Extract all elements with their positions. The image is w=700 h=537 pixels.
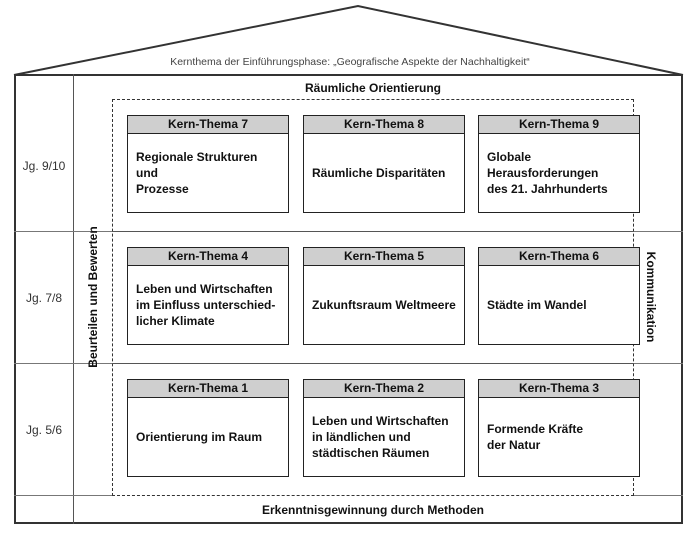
- grade-label-7-8: Jg. 7/8: [25, 291, 63, 305]
- grade-divider: [634, 363, 683, 364]
- topic-card-header: Kern-Thema 1: [128, 380, 288, 398]
- right-side-caption: Kommunikation: [644, 251, 658, 343]
- topic-card-body: Globale Herausforderungen des 21. Jahrhu…: [487, 150, 608, 196]
- grade-label-5-6: Jg. 5/6: [25, 423, 63, 437]
- house-roof: [13, 4, 684, 76]
- bottom-caption: Erkenntnisgewinnung durch Methoden: [262, 503, 484, 517]
- house-frame: [14, 74, 683, 524]
- topic-card-header: Kern-Thema 6: [479, 248, 639, 266]
- top-caption: Räumliche Orientierung: [304, 81, 442, 95]
- grade-divider: [14, 231, 112, 232]
- topic-card-body: Städte im Wandel: [487, 298, 587, 312]
- topic-card-9: Kern-Thema 9 Globale Herausforderungen d…: [478, 115, 640, 213]
- left-side-caption: Beurteilen und Bewerten: [86, 226, 100, 368]
- topic-card-header: Kern-Thema 3: [479, 380, 639, 398]
- roof-title: Kernthema der Einführungsphase: „Geograf…: [170, 56, 530, 68]
- row-divider: [112, 363, 634, 364]
- topic-card-7: Kern-Thema 7 Regionale Strukturen und Pr…: [127, 115, 289, 213]
- topic-card-3: Kern-Thema 3 Formende Kräfte der Natur: [478, 379, 640, 477]
- grade-label-9-10: Jg. 9/10: [22, 159, 66, 173]
- grade-divider: [14, 495, 112, 496]
- topic-card-body: Zukunftsraum Weltmeere: [312, 298, 456, 312]
- grade-divider: [634, 231, 683, 232]
- topic-card-header: Kern-Thema 4: [128, 248, 288, 266]
- topic-card-body: Orientierung im Raum: [136, 430, 263, 444]
- topic-card-2: Kern-Thema 2 Leben und Wirtschaften in l…: [303, 379, 465, 477]
- topic-card-header: Kern-Thema 7: [128, 116, 288, 134]
- grade-divider: [14, 363, 112, 364]
- topic-card-header: Kern-Thema 2: [304, 380, 464, 398]
- topic-card-header: Kern-Thema 8: [304, 116, 464, 134]
- topic-card-body: Leben und Wirtschaften in ländlichen und…: [312, 414, 449, 460]
- grade-sidebar: [14, 74, 74, 524]
- topic-card-body: Räumliche Disparitäten: [312, 166, 446, 180]
- topic-card-body: Regionale Strukturen und Prozesse: [136, 150, 258, 196]
- topic-card-body: Leben und Wirtschaften im Einfluss unter…: [136, 282, 276, 328]
- topic-card-5: Kern-Thema 5 Zukunftsraum Weltmeere: [303, 247, 465, 345]
- topic-card-6: Kern-Thema 6 Städte im Wandel: [478, 247, 640, 345]
- topic-card-header: Kern-Thema 5: [304, 248, 464, 266]
- topic-card-header: Kern-Thema 9: [479, 116, 639, 134]
- topic-card-8: Kern-Thema 8 Räumliche Disparitäten: [303, 115, 465, 213]
- topic-card-body: Formende Kräfte der Natur: [487, 422, 584, 452]
- topic-card-4: Kern-Thema 4 Leben und Wirtschaften im E…: [127, 247, 289, 345]
- grade-divider: [634, 495, 683, 496]
- topic-card-1: Kern-Thema 1 Orientierung im Raum: [127, 379, 289, 477]
- row-divider: [112, 231, 634, 232]
